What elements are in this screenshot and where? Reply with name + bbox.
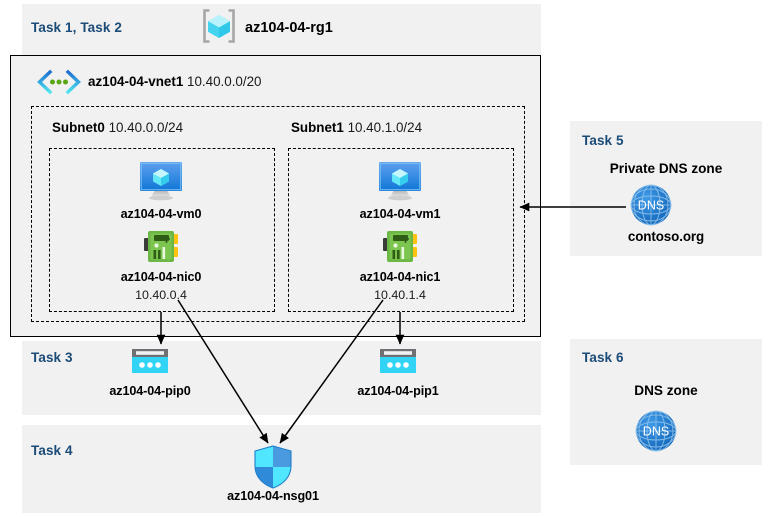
nic0-ip: 10.40.0.4 (135, 288, 187, 302)
nic0-label: az104-04-nic0 (120, 270, 202, 284)
subnet1-box (288, 148, 514, 312)
public-ip-icon (130, 347, 170, 379)
nsg-label: az104-04-nsg01 (227, 489, 319, 503)
network-security-group-icon (252, 444, 294, 490)
resource-group-icon (200, 7, 238, 45)
pip0-label: az104-04-pip0 (109, 384, 191, 398)
subnet1-name: Subnet1 (291, 120, 344, 135)
virtual-network-box (10, 55, 541, 337)
private-dns-name: contoso.org (627, 229, 705, 244)
virtual-network-name: az104-04-vnet1 (88, 74, 184, 89)
network-interface-icon (142, 229, 180, 265)
virtual-network-icon (34, 68, 84, 96)
pip1-label: az104-04-pip1 (357, 384, 439, 398)
private-dns-panel (570, 121, 762, 256)
dns-zone-icon: DNS (628, 182, 674, 228)
private-dns-heading: Private DNS zone (609, 161, 723, 176)
resource-group-name: az104-04-rg1 (245, 20, 333, 36)
vm0-label: az104-04-vm0 (120, 207, 202, 221)
subnet0-header: Subnet0 10.40.0.0/24 (52, 120, 183, 135)
task-label-5: Task 5 (582, 133, 624, 148)
public-dns-heading: DNS zone (634, 383, 698, 398)
network-interface-icon (381, 229, 419, 265)
task-label-6: Task 6 (582, 350, 624, 365)
virtual-network-cidr: 10.40.0.0/20 (187, 74, 262, 89)
dns-icon-text: DNS (643, 425, 669, 439)
vm1-label: az104-04-vm1 (359, 207, 441, 221)
public-ip-icon (378, 347, 418, 379)
subnets-container (31, 106, 525, 322)
task-label-4: Task 4 (31, 443, 73, 458)
nic1-label: az104-04-nic1 (359, 270, 441, 284)
subnet1-header: Subnet1 10.40.1.0/24 (291, 120, 422, 135)
subnet0-name: Subnet0 (52, 120, 105, 135)
public-ip-panel (22, 341, 541, 415)
nic1-ip: 10.40.1.4 (374, 288, 426, 302)
task-label-3: Task 3 (31, 350, 73, 365)
subnet0-box (49, 148, 275, 312)
subnet1-cidr: 10.40.1.0/24 (347, 120, 423, 135)
task-label-1-2: Task 1, Task 2 (31, 20, 122, 35)
virtual-machine-icon (137, 158, 185, 204)
virtual-network-header: az104-04-vnet1 10.40.0.0/20 (88, 74, 261, 89)
dns-zone-icon: DNS (633, 408, 679, 454)
dns-icon-text: DNS (638, 199, 664, 213)
subnet0-cidr: 10.40.0.0/24 (108, 120, 184, 135)
virtual-machine-icon (376, 158, 424, 204)
